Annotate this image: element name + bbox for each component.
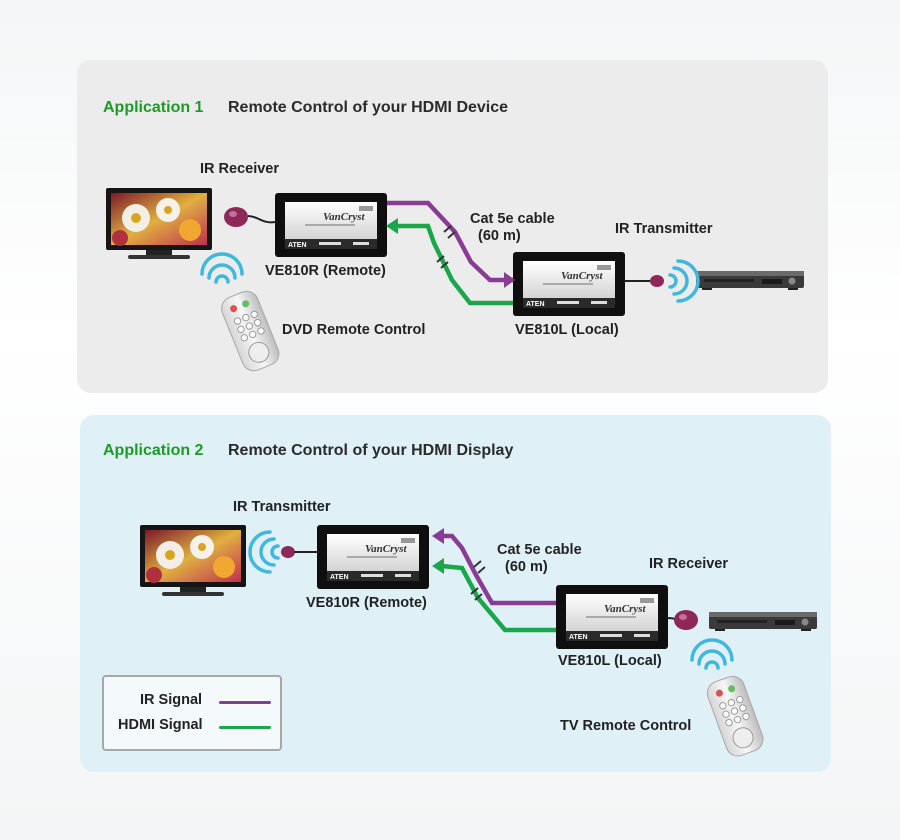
app2-local-unit-label: VE810L (Local) xyxy=(558,653,662,669)
app1-cable-length: (60 m) xyxy=(478,228,521,244)
extender-box-icon xyxy=(275,193,387,257)
ir-receiver-icon xyxy=(674,610,698,630)
ir-receiver-icon xyxy=(224,207,248,227)
app2-title: Remote Control of your HDMI Display xyxy=(228,442,514,459)
app1-title: Remote Control of your HDMI Device xyxy=(228,99,509,116)
tv-icon xyxy=(106,188,212,259)
app1-ir-receiver-label: IR Receiver xyxy=(200,161,279,177)
app2-ir-receiver-label: IR Receiver xyxy=(649,556,728,572)
remote-control-icon xyxy=(217,287,283,375)
wireless-waves-icon xyxy=(690,638,734,670)
legend-hdmi-line xyxy=(219,726,271,729)
app1-remote-control-label: DVD Remote Control xyxy=(282,322,426,338)
ir-transmitter-icon xyxy=(281,546,295,558)
app1-ir-transmitter-label: IR Transmitter xyxy=(615,221,713,237)
extender-box-icon xyxy=(513,252,625,316)
extender-box-icon xyxy=(317,525,429,589)
app2-remote-unit-label: VE810R (Remote) xyxy=(306,595,427,611)
app2-cable-length: (60 m) xyxy=(505,559,548,575)
extender-box-icon xyxy=(556,585,668,649)
wireless-waves-icon xyxy=(200,252,244,284)
dvd-player-icon xyxy=(709,612,817,631)
dvd-player-icon xyxy=(696,271,804,290)
app1-cable-label: Cat 5e cable xyxy=(470,211,555,227)
legend-hdmi-label: HDMI Signal xyxy=(118,717,203,733)
ir-transmitter-icon xyxy=(650,275,664,287)
app1-remote-unit-label: VE810R (Remote) xyxy=(265,263,386,279)
app2-number: Application 2 xyxy=(103,442,204,459)
wireless-waves-icon xyxy=(668,259,700,303)
legend-ir-label: IR Signal xyxy=(140,692,203,708)
legend-ir-line xyxy=(219,701,271,704)
app1-local-unit-label: VE810L (Local) xyxy=(515,322,619,338)
remote-control-icon xyxy=(703,672,767,760)
wireless-waves-icon xyxy=(248,530,280,574)
app2-cable-label: Cat 5e cable xyxy=(497,542,582,558)
legend: IR Signal HDMI Signal xyxy=(102,675,282,751)
tv-icon xyxy=(140,525,246,596)
app2-remote-control-label: TV Remote Control xyxy=(560,718,692,734)
app1-number: Application 1 xyxy=(103,99,204,116)
app2-ir-transmitter-label: IR Transmitter xyxy=(233,499,331,515)
